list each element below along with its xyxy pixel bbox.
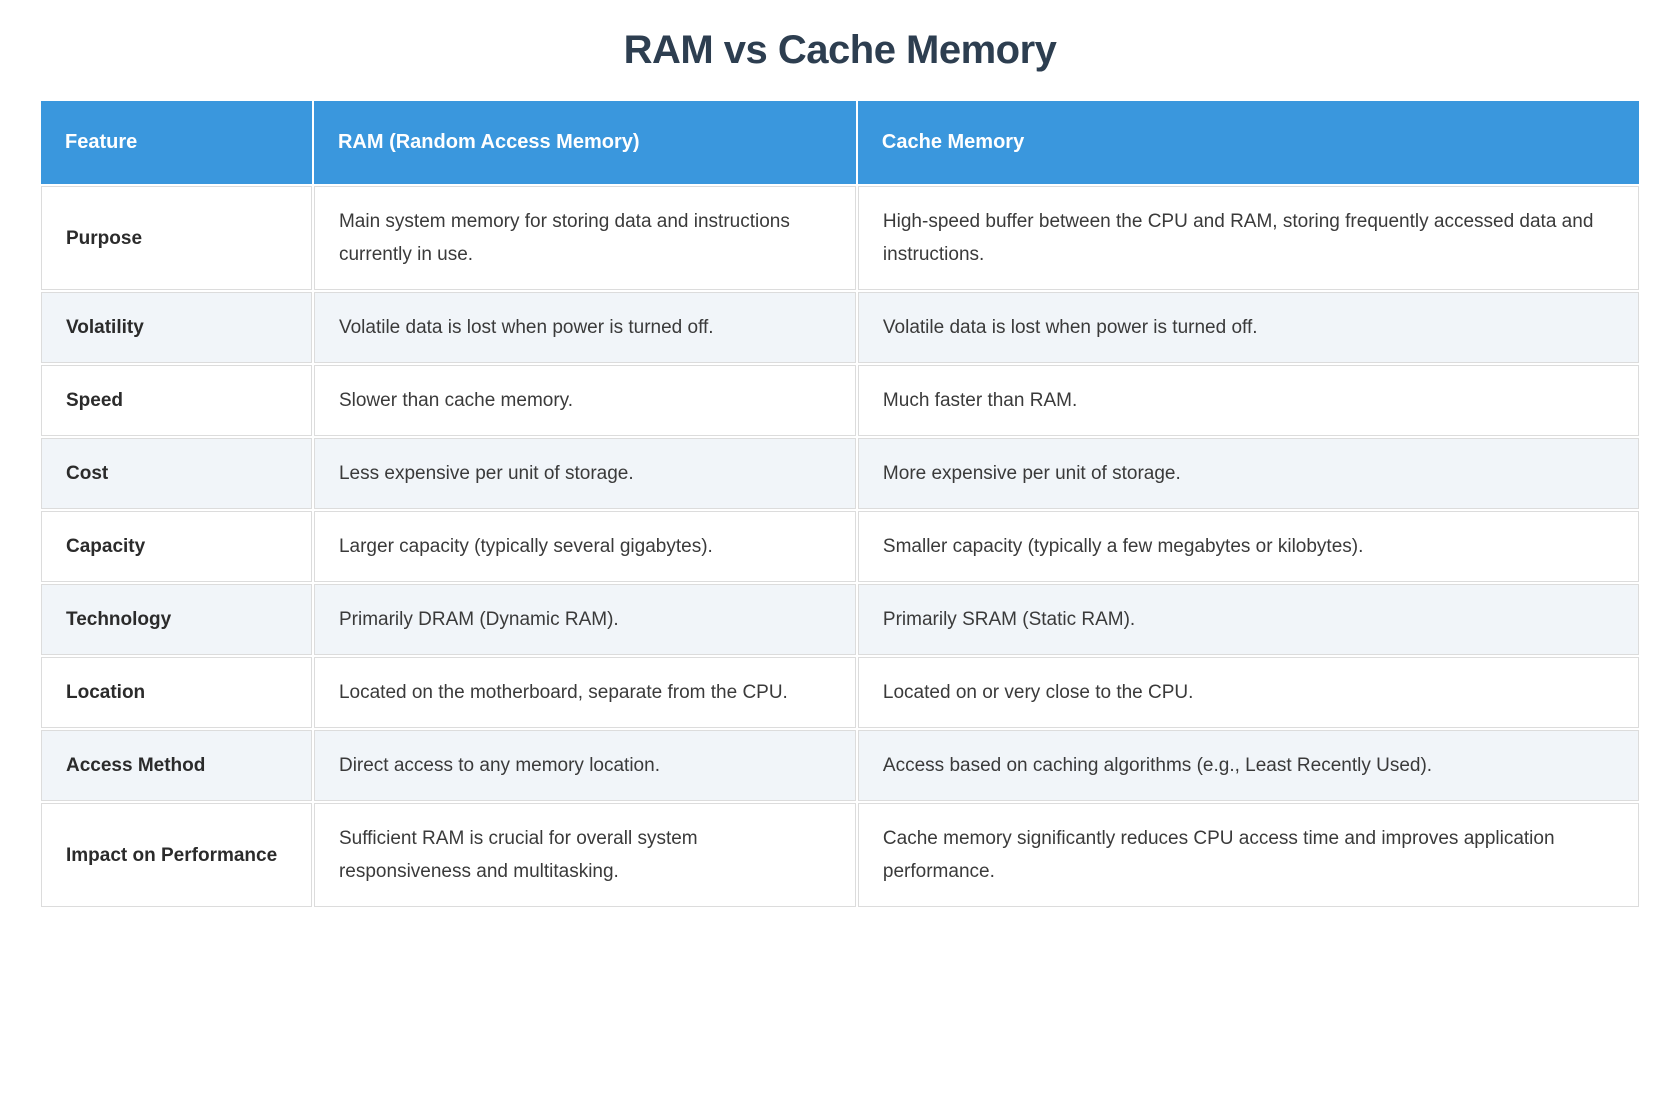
column-header-ram: RAM (Random Access Memory) [313,101,856,184]
cache-cell: Located on or very close to the CPU. [857,657,1639,728]
comparison-table: Feature RAM (Random Access Memory) Cache… [39,99,1641,909]
ram-cell: Sufficient RAM is crucial for overall sy… [313,803,856,907]
cache-cell: More expensive per unit of storage. [857,438,1639,509]
row-label: Volatility [41,292,312,363]
cache-cell: Cache memory significantly reduces CPU a… [857,803,1639,907]
page: RAM vs Cache Memory Feature RAM (Random … [0,28,1680,909]
column-header-feature: Feature [41,101,312,184]
header-row: Feature RAM (Random Access Memory) Cache… [41,101,1639,184]
ram-cell: Volatile data is lost when power is turn… [313,292,856,363]
row-label: Access Method [41,730,312,801]
ram-cell: Larger capacity (typically several gigab… [313,511,856,582]
table-row-access-method: Access Method Direct access to any memor… [41,730,1639,801]
ram-cell: Direct access to any memory location. [313,730,856,801]
table-row-cost: Cost Less expensive per unit of storage.… [41,438,1639,509]
ram-cell: Main system memory for storing data and … [313,186,856,290]
cache-cell: Much faster than RAM. [857,365,1639,436]
cache-cell: Access based on caching algorithms (e.g.… [857,730,1639,801]
row-label: Speed [41,365,312,436]
table-header: Feature RAM (Random Access Memory) Cache… [41,101,1639,184]
row-label: Capacity [41,511,312,582]
column-header-cache: Cache Memory [857,101,1639,184]
row-label: Purpose [41,186,312,290]
table-row-capacity: Capacity Larger capacity (typically seve… [41,511,1639,582]
table-row-technology: Technology Primarily DRAM (Dynamic RAM).… [41,584,1639,655]
table-row-impact-on-performance: Impact on Performance Sufficient RAM is … [41,803,1639,907]
row-label: Location [41,657,312,728]
cache-cell: Primarily SRAM (Static RAM). [857,584,1639,655]
row-label: Cost [41,438,312,509]
ram-cell: Located on the motherboard, separate fro… [313,657,856,728]
cache-cell: High-speed buffer between the CPU and RA… [857,186,1639,290]
row-label: Impact on Performance [41,803,312,907]
ram-cell: Slower than cache memory. [313,365,856,436]
ram-cell: Primarily DRAM (Dynamic RAM). [313,584,856,655]
table-row-speed: Speed Slower than cache memory. Much fas… [41,365,1639,436]
table-row-volatility: Volatility Volatile data is lost when po… [41,292,1639,363]
cache-cell: Volatile data is lost when power is turn… [857,292,1639,363]
cache-cell: Smaller capacity (typically a few megaby… [857,511,1639,582]
page-title: RAM vs Cache Memory [623,28,1057,72]
row-label: Technology [41,584,312,655]
table-body: Purpose Main system memory for storing d… [41,186,1639,907]
ram-cell: Less expensive per unit of storage. [313,438,856,509]
table-row-location: Location Located on the motherboard, sep… [41,657,1639,728]
table-row-purpose: Purpose Main system memory for storing d… [41,186,1639,290]
